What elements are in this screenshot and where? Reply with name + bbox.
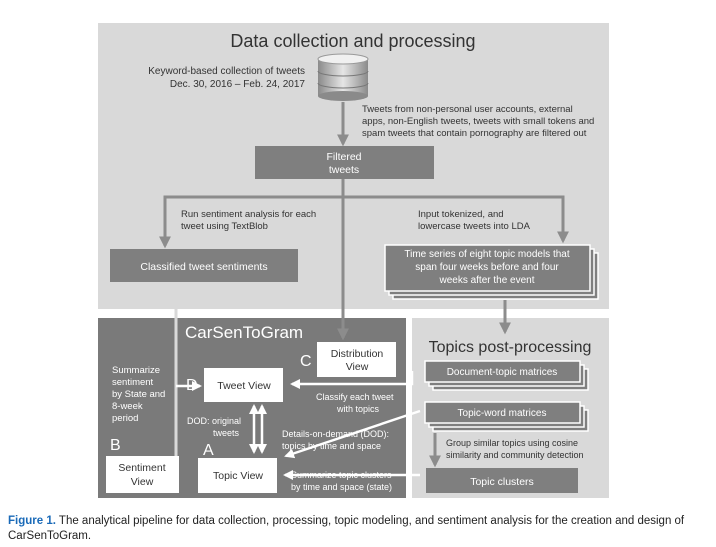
filtered-tweets-label-2: tweets — [329, 164, 359, 176]
filtered-tweets-box — [255, 146, 434, 179]
topic-word-label: Topic-word matrices — [458, 408, 547, 419]
letter-a: A — [203, 442, 214, 459]
cluster-note-2: by time and space (state) — [291, 482, 392, 492]
group-note-2: similarity and community detection — [446, 450, 584, 460]
time-series-label-2: span four weeks before and four — [415, 262, 559, 273]
distribution-view-label-1: Distribution — [331, 348, 384, 360]
figure-caption: Figure 1. The analytical pipeline for da… — [8, 514, 708, 544]
classified-sentiments-box — [110, 249, 298, 282]
summarize-note-1: Summarize — [112, 365, 160, 376]
summarize-note-5: period — [112, 413, 138, 424]
document-topic-label: Document-topic matrices — [447, 367, 558, 378]
summarize-note-4: 8-week — [112, 401, 143, 412]
filtered-tweets-label-1: Filtered — [326, 151, 361, 163]
lda-note-1: Input tokenized, and — [418, 209, 504, 220]
sentiment-view-label-2: View — [131, 476, 154, 488]
database-icon — [317, 53, 369, 101]
summarize-note-2: sentiment — [112, 377, 154, 388]
time-series-stack — [384, 244, 599, 300]
sentiment-view-box — [106, 456, 179, 493]
db-label-2: Dec. 30, 2016 – Feb. 24, 2017 — [170, 79, 306, 90]
sentiment-note-2: tweet using TextBlob — [181, 221, 268, 232]
dod-note-1: DOD: original — [187, 416, 241, 426]
classify-note-1: Classify each tweet — [316, 392, 394, 402]
topic-view-box — [198, 458, 277, 493]
tweet-view-label: Tweet View — [217, 380, 271, 392]
topic-clusters-label: Topic clusters — [470, 476, 534, 488]
sentiment-note-1: Run sentiment analysis for each — [181, 209, 316, 220]
topic-clusters-box — [426, 468, 578, 493]
topics-title: Topics post-processing — [429, 339, 592, 356]
sentiment-view-label-1: Sentiment — [118, 462, 165, 474]
db-label-1: Keyword-based collection of tweets — [148, 66, 305, 77]
classify-note-2: with topics — [336, 404, 380, 414]
caption-text: The analytical pipeline for data collect… — [8, 515, 685, 542]
filter-note-3: spam tweets that contain pornography are… — [362, 128, 587, 139]
classified-sentiments-label: Classified tweet sentiments — [140, 261, 267, 273]
dod-note-2: tweets — [213, 428, 240, 438]
distribution-view-box — [317, 342, 396, 377]
lda-note-2: lowercase tweets into LDA — [418, 221, 531, 232]
letter-c: C — [300, 353, 312, 370]
topic-view-label: Topic View — [213, 470, 263, 482]
summarize-note-3: by State and — [112, 389, 165, 400]
letter-b: B — [110, 437, 121, 454]
figure-label: Figure 1. — [8, 515, 56, 527]
details-note-1: Details-on-demand (DOD): — [282, 429, 389, 439]
topic-word-stack — [424, 401, 589, 432]
distribution-view-label-2: View — [346, 361, 369, 373]
details-note-2: topics by time and space — [282, 441, 381, 451]
collection-title: Data collection and processing — [230, 31, 475, 51]
app-title: CarSenToGram — [185, 323, 303, 342]
time-series-label-3: weeks after the event — [438, 275, 534, 286]
group-note-1: Group similar topics using cosine — [446, 438, 578, 448]
filter-note-2: apps, non-English tweets, tweets with sm… — [362, 116, 594, 127]
tweet-view-box — [204, 368, 283, 402]
document-topic-stack — [424, 360, 589, 391]
filter-note-1: Tweets from non-personal user accounts, … — [362, 104, 573, 115]
time-series-label-1: Time series of eight topic models that — [404, 249, 569, 260]
